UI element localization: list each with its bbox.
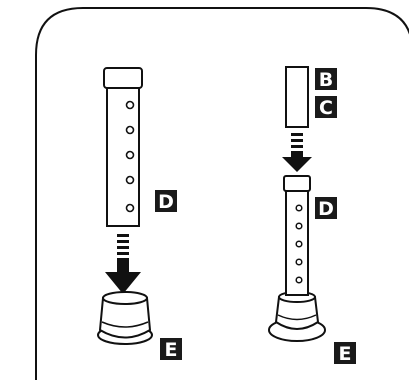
right-arrow-down bbox=[282, 133, 312, 172]
tube-hole bbox=[295, 258, 303, 266]
left-arrow-down bbox=[105, 234, 141, 294]
tube-hole bbox=[295, 204, 303, 212]
label-badge-right-b: B bbox=[315, 68, 337, 91]
tube-hole bbox=[295, 276, 303, 284]
left-foot bbox=[97, 291, 153, 345]
label-badge-right-d: D bbox=[315, 197, 337, 220]
tube-hole bbox=[295, 240, 303, 248]
label-right-b: B bbox=[319, 69, 333, 91]
label-badge-right-c: C bbox=[315, 96, 337, 119]
tube-hole bbox=[125, 150, 135, 160]
label-badge-right-e: E bbox=[334, 342, 356, 365]
label-right-c: C bbox=[319, 97, 333, 119]
label-right-d: D bbox=[318, 198, 334, 220]
label-badge-left-e: E bbox=[160, 338, 182, 361]
tube-hole bbox=[125, 100, 135, 110]
tube-hole bbox=[295, 222, 303, 230]
tube-hole bbox=[125, 203, 135, 213]
label-left-d: D bbox=[158, 191, 174, 213]
tube-hole bbox=[125, 175, 135, 185]
label-badge-left-d: D bbox=[155, 190, 177, 213]
right-pole bbox=[285, 66, 309, 128]
label-right-e: E bbox=[339, 343, 352, 365]
right-assembled-leg bbox=[268, 175, 326, 342]
left-tube bbox=[103, 67, 143, 227]
frame-border bbox=[35, 7, 409, 380]
label-left-e: E bbox=[165, 339, 178, 361]
tube-hole bbox=[125, 125, 135, 135]
